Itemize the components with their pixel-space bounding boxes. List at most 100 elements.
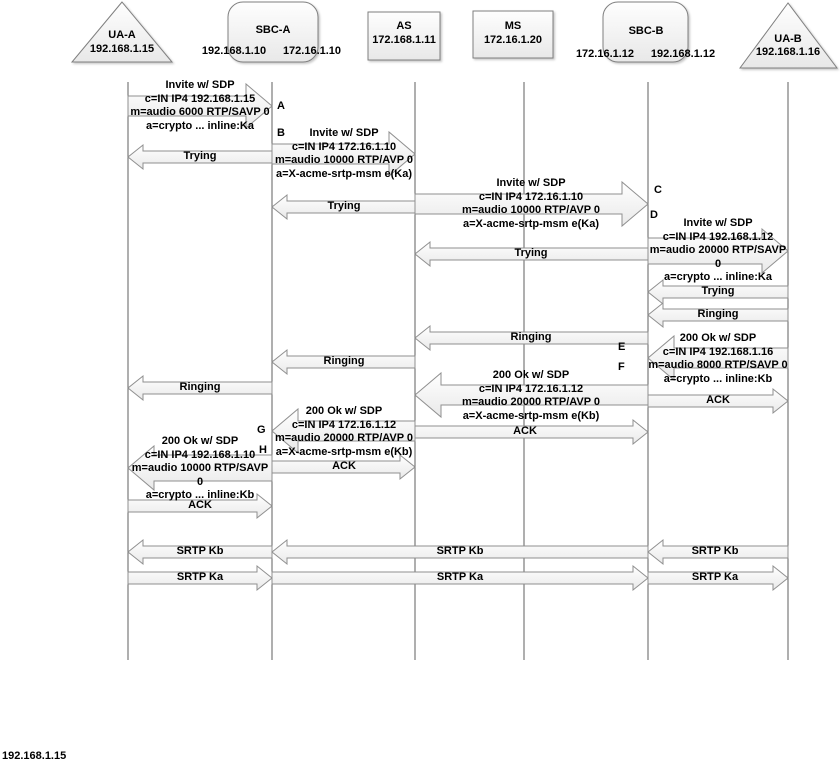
step-letter-A: A xyxy=(277,100,285,112)
node-label-sbc-b: SBC-B xyxy=(628,25,664,37)
step-letter-F: F xyxy=(618,361,625,373)
node-ip-ua-a: 192.168.1.15 xyxy=(89,43,155,55)
message-label-ua-b-to-sbc-b: Trying xyxy=(701,285,735,297)
node-shape-ua-a xyxy=(70,1,174,63)
message-arrow-sbc-b-to-ua-b xyxy=(647,387,789,415)
message-label-ua-a-to-sbc-a: ACK xyxy=(188,499,212,511)
message-arrow-as-to-sbc-b xyxy=(414,418,649,446)
message-label-as-to-sbc-a: Trying xyxy=(327,200,361,212)
message-line: m=audio 10000 RTP/SAVP xyxy=(131,462,269,474)
message-line: a=crypto ... inline:Ka xyxy=(146,119,254,132)
message-label-sbc-b-to-as: Trying xyxy=(514,247,548,259)
message-label-ua-b-to-sbc-b: SRTP Kb xyxy=(691,545,739,557)
message-line: m=audio 10000 RTP/AVP 0 xyxy=(461,204,601,216)
message-label-sbc-b-to-sbc-a: SRTP Kb xyxy=(436,545,484,557)
message-arrow-sbc-b-to-ua-b xyxy=(647,564,789,592)
message-line: c=IN IP4 192.168.1.16 xyxy=(662,345,774,358)
message-line: a=crypto ... inline:Kb xyxy=(663,372,773,385)
step-letter-D: D xyxy=(650,209,658,221)
message-line: c=IN IP4 192.168.1.10 xyxy=(144,448,256,461)
message-label-as-to-sbc-b: ACK xyxy=(513,425,537,437)
message-line: c=IN IP4 172.16.1.12 xyxy=(478,382,584,395)
message-line: m=audio 8000 RTP/SAVP 0 xyxy=(648,359,788,371)
node-shape-ms xyxy=(472,10,554,59)
message-label-sbc-b-to-ua-b: SRTP Ka xyxy=(691,571,739,583)
message-arrow-as-to-sbc-a xyxy=(271,407,416,455)
message-line: a=X-acme-srtp-msm e(Ka) xyxy=(275,167,413,180)
message-line: Invite w/ SDP xyxy=(165,79,235,91)
node-shapes-group xyxy=(70,1,839,69)
message-arrow-sbc-b-to-as xyxy=(414,324,649,352)
message-line: Invite w/ SDP xyxy=(496,177,566,189)
message-arrow-sbc-b-to-as xyxy=(414,240,649,268)
message-line: m=audio 6000 RTP/SAVP 0 xyxy=(130,106,270,118)
node-shape-as xyxy=(367,11,441,61)
message-label-sbc-a-to-as: ACK xyxy=(332,460,356,472)
step-letter-H: H xyxy=(259,444,267,456)
node-label-as: AS xyxy=(396,20,412,32)
message-arrow-sbc-a-to-ua-a xyxy=(127,538,273,566)
node-shape-sbc-b xyxy=(602,1,689,63)
message-line: c=IN IP4 192.168.1.15 xyxy=(144,92,256,105)
footer-ip-label: 192.168.1.15 xyxy=(2,750,67,762)
message-label-as-to-sbc-a: Ringing xyxy=(323,355,365,367)
node-ip-as: 172.168.1.11 xyxy=(372,34,436,46)
message-label-sbc-b-to-ua-b: ACK xyxy=(706,394,730,406)
message-arrow-as-to-sbc-b xyxy=(414,180,649,228)
message-line: m=audio 20000 RTP/AVP 0 xyxy=(461,396,601,408)
message-line: c=IN IP4 172.16.1.10 xyxy=(478,190,584,203)
message-line: 200 Ok w/ SDP xyxy=(492,369,570,381)
message-line: Invite w/ SDP xyxy=(683,217,753,229)
message-line: a=crypto ... inline:Kb xyxy=(145,489,255,501)
message-arrow-ua-a-to-sbc-a xyxy=(127,82,273,130)
message-line: a=X-acme-srtp-msm e(Kb) xyxy=(462,409,600,422)
message-line: 0 xyxy=(714,257,722,270)
message-label-sbc-a-to-sbc-b: SRTP Ka xyxy=(436,571,484,583)
message-label-sbc-a-to-ua-a: SRTP Kb xyxy=(176,545,224,557)
message-line: m=audio 10000 RTP/AVP 0 xyxy=(274,154,414,166)
node-label-ua-b: UA-B xyxy=(774,33,802,45)
message-arrow-ua-a-to-sbc-a xyxy=(127,492,273,520)
message-label-ua-b-to-sbc-b: Ringing xyxy=(697,308,739,320)
message-line: 200 Ok w/ SDP xyxy=(305,405,383,417)
node-ip-right-sbc-b: 192.168.1.12 xyxy=(650,48,716,60)
message-line: 0 xyxy=(196,475,204,488)
message-arrow-ua-b-to-sbc-b xyxy=(647,538,789,566)
message-line: c=IN IP4 192.168.1.12 xyxy=(662,230,774,243)
message-arrow-as-to-sbc-a xyxy=(271,193,416,221)
message-arrows-group xyxy=(127,82,789,592)
message-arrow-sbc-a-to-as xyxy=(271,453,416,481)
node-shape-ua-b xyxy=(739,2,839,69)
step-letter-C: C xyxy=(654,184,662,196)
message-arrow-sbc-a-to-ua-a xyxy=(127,444,273,492)
node-ip-left-sbc-a: 192.168.1.10 xyxy=(201,45,267,57)
step-letter-E: E xyxy=(618,341,626,353)
node-label-ua-a: UA-A xyxy=(108,29,136,41)
step-letter-G: G xyxy=(257,424,266,436)
message-arrow-ua-b-to-sbc-b xyxy=(647,278,789,306)
step-letter-B: B xyxy=(277,127,285,139)
message-arrow-sbc-b-to-as xyxy=(414,371,649,419)
message-label-sbc-b-to-as: Ringing xyxy=(510,331,552,343)
message-line: 200 Ok w/ SDP xyxy=(161,435,239,447)
message-label-sbc-a-to-ua-a: Trying xyxy=(183,150,217,162)
node-ip-ua-b: 192.168.1.16 xyxy=(755,46,821,58)
message-arrow-sbc-a-to-sbc-b xyxy=(271,564,649,592)
message-line: m=audio 20000 RTP/SAVP xyxy=(649,244,787,256)
message-line: a=X-acme-srtp-msm e(Kb) xyxy=(275,445,413,458)
message-line: Invite w/ SDP xyxy=(309,127,379,139)
message-arrow-sbc-a-to-ua-a xyxy=(127,143,273,171)
message-line: c=IN IP4 172.16.1.12 xyxy=(291,418,397,431)
message-arrow-sbc-a-to-as xyxy=(271,130,416,178)
node-ip-left-sbc-b: 172.16.1.12 xyxy=(575,48,635,60)
node-ip-right-sbc-a: 172.16.1.10 xyxy=(282,45,342,57)
message-line: m=audio 20000 RTP/AVP 0 xyxy=(274,432,414,444)
message-arrow-ua-a-to-sbc-a xyxy=(127,564,273,592)
message-line: a=crypto ... inline:Ka xyxy=(664,271,772,283)
